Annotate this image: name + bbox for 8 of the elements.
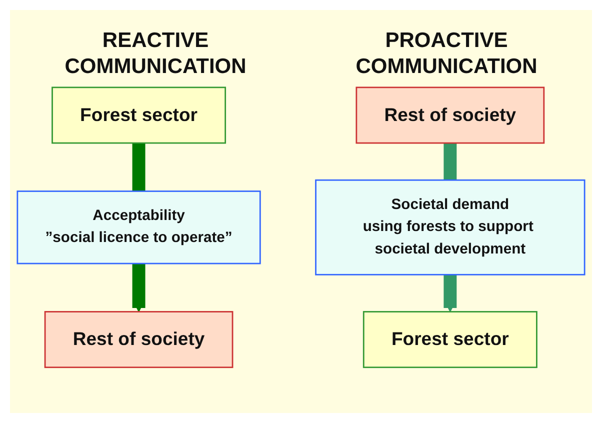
node-box: Forest sector: [362, 311, 538, 368]
column-heading: REACTIVE COMMUNICATION: [64, 28, 248, 80]
node-box: Forest sector: [52, 86, 226, 144]
node-box: Rest of society: [356, 86, 545, 144]
node-box: Societal demand using forests to support societal development: [315, 179, 586, 276]
node-box: Acceptability ”social licence to operate”: [16, 190, 261, 264]
node-box: Rest of society: [44, 311, 234, 368]
column-heading: PROACTIVE COMMUNICATION: [354, 28, 538, 80]
